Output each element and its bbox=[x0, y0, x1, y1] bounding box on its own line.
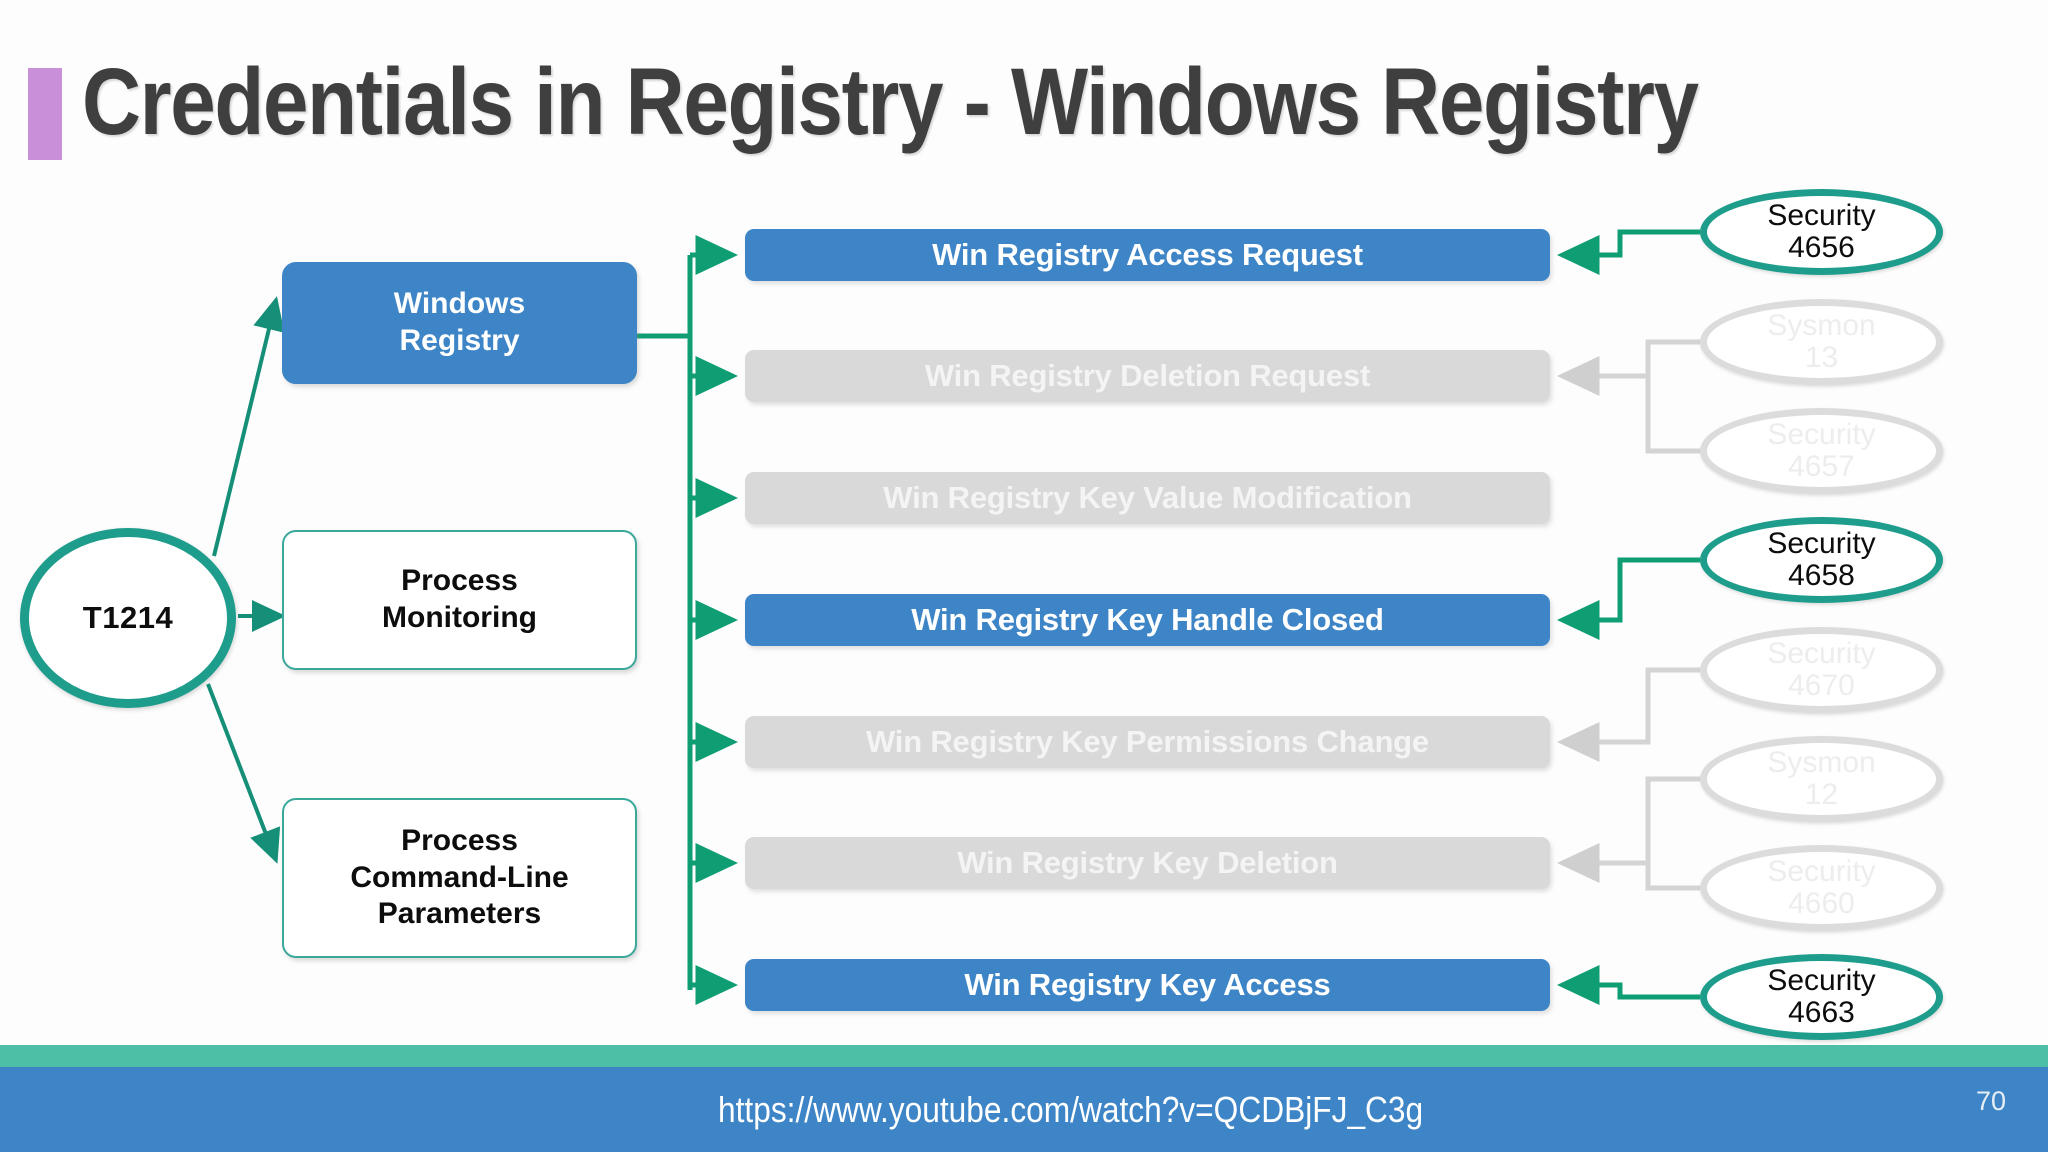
source-oval-security-4660[interactable]: Security 4660 bbox=[1700, 845, 1943, 931]
page-title: Credentials in Registry - Windows Regist… bbox=[82, 49, 1699, 155]
source-oval-line1: Sysmon bbox=[1767, 308, 1876, 342]
category-label-line1: Windows bbox=[393, 287, 526, 321]
source-oval-security-4670[interactable]: Security 4670 bbox=[1700, 627, 1943, 713]
source-oval-line1: Security bbox=[1767, 636, 1876, 670]
source-oval-line2: 4658 bbox=[1788, 559, 1855, 592]
source-oval-line1: Security bbox=[1767, 963, 1876, 997]
event-bar-label: Win Registry Key Handle Closed bbox=[911, 602, 1384, 637]
source-oval-security-4663[interactable]: Security 4663 bbox=[1700, 954, 1943, 1040]
source-oval-line1: Security bbox=[1767, 417, 1876, 451]
event-bar-win-registry-key-value-modification[interactable]: Win Registry Key Value Modification bbox=[745, 472, 1550, 524]
connector-wires bbox=[206, 229, 1700, 1005]
source-oval-security-4657[interactable]: Security 4657 bbox=[1700, 408, 1943, 494]
event-bar-label: Win Registry Access Request bbox=[932, 237, 1363, 272]
footer-source-url[interactable]: https://www.youtube.com/watch?v=QCDBjFJ_… bbox=[718, 1089, 1424, 1130]
event-bar-win-registry-key-handle-closed[interactable]: Win Registry Key Handle Closed bbox=[745, 594, 1550, 646]
event-bar-win-registry-deletion-request[interactable]: Win Registry Deletion Request bbox=[745, 350, 1550, 402]
root-node-label: T1214 bbox=[82, 600, 174, 635]
event-bar-win-registry-key-deletion[interactable]: Win Registry Key Deletion bbox=[745, 837, 1550, 889]
event-bar-label: Win Registry Key Deletion bbox=[957, 845, 1338, 880]
category-label: Windows Registry bbox=[394, 286, 525, 359]
event-bar-label: Win Registry Key Permissions Change bbox=[866, 724, 1429, 759]
source-oval-line2: 4670 bbox=[1788, 669, 1855, 702]
category-label-line3: Parameters bbox=[377, 897, 542, 931]
source-oval-security-4656[interactable]: Security 4656 bbox=[1700, 189, 1943, 275]
source-oval-line2: 13 bbox=[1804, 341, 1839, 374]
category-label: Process Command-Line Parameters bbox=[350, 823, 568, 933]
category-label-line2: Monitoring bbox=[382, 601, 537, 634]
event-bar-label: Win Registry Key Value Modification bbox=[883, 480, 1412, 515]
category-label: Process Monitoring bbox=[382, 563, 537, 636]
source-oval-sysmon-13[interactable]: Sysmon 13 bbox=[1700, 299, 1943, 385]
source-oval-security-4658[interactable]: Security 4658 bbox=[1700, 517, 1943, 603]
event-bar-label: Win Registry Key Access bbox=[964, 967, 1331, 1002]
source-oval-line1: Security bbox=[1767, 198, 1876, 232]
category-windows-registry[interactable]: Windows Registry bbox=[282, 262, 637, 384]
category-label-line1: Process bbox=[401, 824, 518, 858]
source-oval-line2: 4660 bbox=[1788, 887, 1855, 920]
event-bar-win-registry-access-request[interactable]: Win Registry Access Request bbox=[745, 229, 1550, 281]
footer-accent-strip bbox=[0, 1045, 2048, 1067]
root-node-t1214[interactable]: T1214 bbox=[20, 528, 236, 708]
source-oval-line2: 12 bbox=[1804, 778, 1839, 811]
source-oval-line1: Sysmon bbox=[1767, 745, 1876, 779]
title-accent-bar bbox=[28, 68, 62, 160]
event-bar-label: Win Registry Deletion Request bbox=[924, 358, 1371, 393]
source-oval-line2: 4663 bbox=[1788, 996, 1855, 1029]
source-oval-line2: 4656 bbox=[1788, 231, 1855, 264]
source-oval-sysmon-12[interactable]: Sysmon 12 bbox=[1700, 736, 1943, 822]
footer-bar bbox=[0, 1067, 2048, 1152]
category-process-command-line-parameters[interactable]: Process Command-Line Parameters bbox=[282, 798, 637, 958]
event-bar-win-registry-key-permissions-change[interactable]: Win Registry Key Permissions Change bbox=[745, 716, 1550, 768]
source-oval-line1: Security bbox=[1767, 526, 1876, 560]
category-process-monitoring[interactable]: Process Monitoring bbox=[282, 530, 637, 670]
source-oval-line2: 4657 bbox=[1788, 450, 1855, 483]
attack-flow-diagram: T1214 Windows Registry Process Monitorin… bbox=[20, 189, 1943, 1040]
event-bar-win-registry-key-access[interactable]: Win Registry Key Access bbox=[745, 959, 1550, 1011]
page-number: 70 bbox=[1975, 1086, 2006, 1116]
category-label-line1: Process bbox=[401, 564, 518, 598]
source-oval-line1: Security bbox=[1767, 854, 1876, 888]
category-label-line2: Registry bbox=[399, 324, 520, 357]
category-label-line2: Command-Line bbox=[350, 860, 569, 894]
